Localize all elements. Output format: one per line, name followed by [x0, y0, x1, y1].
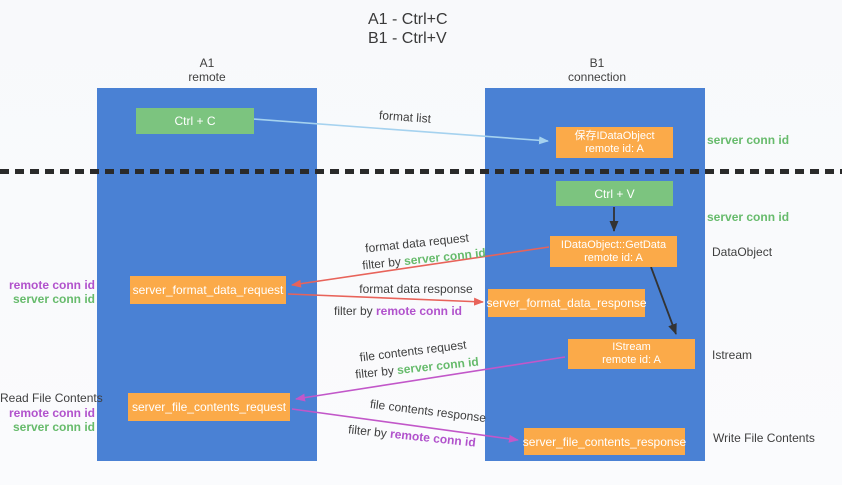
- server-conn-id-annotation-left-top: server conn id: [12, 292, 95, 306]
- file-contents-response-label: file contents response: [369, 396, 487, 426]
- lifeline-header-b1: B1 connection: [537, 56, 657, 84]
- server-file-contents-request-label: server_file_contents_request: [131, 400, 287, 414]
- server-format-data-request-box: server_format_data_request: [130, 276, 286, 304]
- title-line-1: A1 - Ctrl+C: [368, 11, 448, 28]
- server-file-contents-response-box: server_file_contents_response: [522, 428, 687, 455]
- format-list-label: format list: [378, 108, 432, 126]
- left-conn-id-annotations-top: remote conn id server conn id: [0, 278, 95, 306]
- save-dataobject-line2: remote id: A: [585, 142, 644, 155]
- filter-by-text: filter by: [333, 304, 376, 318]
- ctrl-c-label: Ctrl + C: [174, 114, 216, 128]
- copy-paste-separator-line: [0, 169, 842, 174]
- lifeline-header-a1: A1 remote: [147, 56, 267, 84]
- remote-conn-id-annotation-bottom: remote conn id: [8, 406, 95, 420]
- format-data-response-filter-label: filter by remote conn id: [334, 304, 462, 318]
- server-file-contents-request-box: server_file_contents_request: [128, 393, 290, 421]
- filter-by-text: filter by: [347, 422, 391, 441]
- istream-box: IStream remote id: A: [568, 339, 695, 369]
- remote-conn-id-annotation-top: remote conn id: [8, 278, 95, 292]
- getdata-line2: remote id: A: [584, 251, 643, 264]
- lifeline-a1-role: remote: [188, 70, 226, 84]
- getdata-box: IDataObject::GetData remote id: A: [550, 236, 677, 267]
- getdata-line1: IDataObject::GetData: [560, 238, 667, 251]
- remote-conn-id-text: remote conn id: [376, 304, 463, 318]
- dataobject-annotation: DataObject: [712, 245, 773, 259]
- lifeline-b1-id: B1: [589, 56, 605, 70]
- save-dataobject-box: 保存IDataObject remote id: A: [556, 127, 673, 158]
- server-file-contents-response-label: server_file_contents_response: [522, 434, 687, 449]
- diagram-title: A1 - Ctrl+C B1 - Ctrl+V: [368, 10, 448, 48]
- ctrl-v-box: Ctrl + V: [556, 181, 673, 206]
- istream-line1: IStream: [612, 341, 651, 353]
- istream-line2: remote id: A: [602, 354, 661, 366]
- filter-by-text: filter by: [354, 363, 398, 382]
- remote-conn-id-text: remote conn id: [389, 426, 477, 450]
- file-contents-response-filter-label: filter by remote conn id: [348, 422, 477, 449]
- title-line-2: B1 - Ctrl+V: [368, 30, 447, 47]
- format-data-response-label: format data response: [359, 282, 473, 296]
- lifeline-b1-role: connection: [567, 70, 627, 84]
- filter-by-text: filter by: [361, 254, 405, 273]
- server-format-data-response-label: server_format_data_response: [486, 296, 647, 310]
- ctrl-v-label: Ctrl + V: [594, 186, 635, 201]
- write-file-contents-annotation: Write File Contents: [713, 431, 815, 445]
- lifeline-a1-id: A1: [199, 56, 215, 70]
- save-dataobject-line1: 保存IDataObject: [574, 129, 655, 142]
- server-conn-id-annotation-left-bottom: server conn id: [12, 420, 95, 434]
- istream-annotation: Istream: [712, 348, 753, 362]
- server-format-data-request-label: server_format_data_request: [132, 283, 284, 297]
- server-conn-id-annotation-mid: server conn id: [707, 210, 790, 224]
- left-conn-id-annotations-bottom: remote conn id server conn id: [0, 406, 95, 434]
- read-file-contents-annotation: Read File Contents: [0, 391, 103, 405]
- server-format-data-response-box: server_format_data_response: [486, 289, 647, 317]
- ctrl-c-box: Ctrl + C: [136, 108, 254, 134]
- server-conn-id-annotation-top: server conn id: [707, 133, 790, 147]
